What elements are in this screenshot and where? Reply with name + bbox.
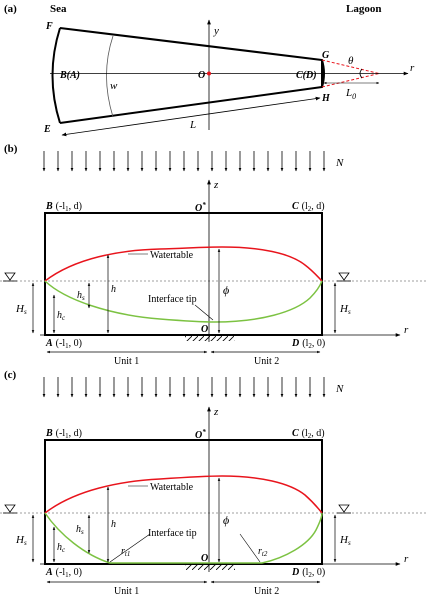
z-axis-label-c: z: [213, 406, 219, 418]
aquifer-box-c: [44, 439, 323, 565]
point-F: F: [45, 21, 53, 32]
panel-a: (a) Sea Lagoon F E B(A) C(D) G H O y r w…: [4, 3, 415, 137]
recharge-N-label-b: N: [335, 157, 344, 169]
aquifer-box-b: [44, 212, 323, 336]
interface-tip-label-c: Interface tip: [148, 528, 197, 539]
unit1-label-b: Unit 1: [114, 356, 139, 367]
rt2-label-c: rt2: [258, 546, 268, 558]
unit2-label-b: Unit 2: [254, 356, 279, 367]
h-label-c: h: [111, 519, 116, 530]
Hs-right-label-b: Hs: [339, 303, 351, 316]
point-E: E: [43, 124, 51, 135]
point-CD: C(D): [296, 70, 317, 81]
recharge-arrows-c: [42, 377, 326, 398]
interface-curve-b: [44, 280, 323, 323]
L0-label: L0: [345, 87, 356, 101]
O-star-label-b: O*: [195, 201, 206, 214]
interface-tip-label-b: Interface tip: [148, 294, 197, 305]
panel-c: (c) N: [0, 369, 427, 597]
unit2-label-c: Unit 2: [254, 586, 279, 597]
L-label: L: [189, 119, 196, 131]
L-dimension: [61, 96, 321, 137]
panel-c-label: (c): [4, 369, 17, 381]
wedge-sea-arc: [51, 27, 61, 124]
recharge-arrows-b: [42, 151, 326, 172]
hc-label-c: hc: [57, 542, 66, 554]
hs-label-b: hs: [77, 290, 85, 302]
corner-B-label-c: B(-l1, d): [45, 428, 82, 440]
O-label-c: O: [201, 553, 208, 564]
w-label: w: [110, 80, 118, 92]
unit1-label-c: Unit 1: [114, 586, 139, 597]
r-axis-label-a: r: [410, 62, 415, 74]
point-BA: B(A): [59, 70, 80, 81]
watertable-curve-b: [44, 246, 323, 282]
theta-label: θ: [348, 55, 354, 67]
wedge-dash-bottom: [321, 73, 380, 88]
h-label-b: h: [111, 284, 116, 295]
watertable-label-c: Watertable: [150, 482, 194, 493]
recharge-N-label-c: N: [335, 383, 344, 395]
hc-label-b: hc: [57, 310, 66, 322]
corner-C-label-c: C(l2, d): [292, 428, 325, 440]
point-G: G: [322, 50, 330, 61]
w-arc: [106, 35, 114, 118]
interface-curve-c: [44, 512, 323, 564]
corner-A-label-b: A(-l1, 0): [45, 338, 82, 350]
O-label-b: O: [201, 324, 208, 335]
water-level-symbol-left-c: [4, 504, 16, 513]
panel-b-label: (b): [4, 143, 18, 155]
sea-label: Sea: [50, 3, 67, 15]
rt1-label-c: rt1: [121, 546, 130, 558]
O-star-label-c: O*: [195, 428, 206, 441]
hatch-b: [185, 336, 235, 341]
origin-dot: [207, 71, 211, 76]
lagoon-label: Lagoon: [346, 3, 381, 15]
tip-leader-c2: [239, 533, 261, 563]
r-axis-label-c: r: [404, 553, 409, 565]
r-axis-label-b: r: [404, 324, 409, 336]
water-level-symbol-right-b: [338, 272, 350, 281]
water-level-symbol-left-b: [4, 272, 16, 281]
corner-D-label-b: D(l2, 0): [291, 338, 325, 350]
hatch-c: [185, 565, 235, 570]
corner-B-label-b: B(-l1, d): [45, 201, 82, 213]
point-H: H: [321, 93, 331, 104]
wedge-outline: [59, 27, 323, 124]
Hs-left-label-c: Hs: [15, 534, 27, 547]
watertable-label-b: Watertable: [150, 250, 194, 261]
phi-label-c: ϕ: [223, 513, 229, 527]
panel-b: (b) N: [0, 143, 427, 367]
tip-leader-b: [194, 304, 214, 321]
corner-C-label-b: C(l2, d): [292, 201, 325, 213]
origin-O-label: O: [198, 70, 205, 81]
watertable-curve-c: [44, 475, 323, 514]
panel-a-label: (a): [4, 3, 17, 15]
corner-A-label-c: A(-l1, 0): [45, 567, 82, 579]
tip-leader-c1: [109, 533, 151, 563]
z-axis-label-b: z: [213, 179, 219, 191]
Hs-left-label-b: Hs: [15, 303, 27, 316]
Hs-right-label-c: Hs: [339, 534, 351, 547]
hs-label-c: hs: [76, 524, 84, 536]
phi-label-b: ϕ: [223, 283, 229, 297]
y-axis-label: y: [213, 25, 219, 37]
water-level-symbol-right-c: [338, 504, 350, 513]
corner-D-label-c: D(l2, 0): [291, 567, 325, 579]
